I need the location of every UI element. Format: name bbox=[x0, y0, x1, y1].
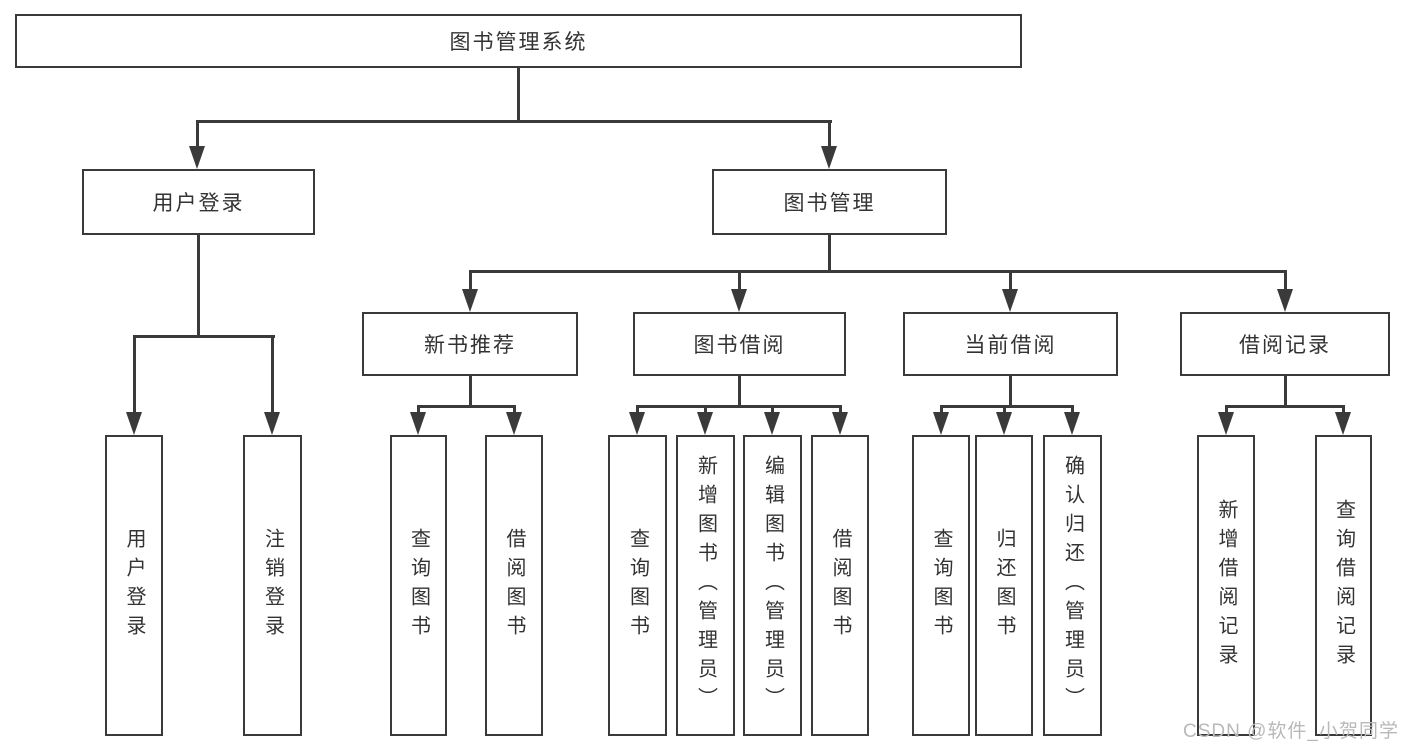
connector bbox=[704, 405, 707, 417]
leaf-add-book-admin: 新增图书（管理员） bbox=[676, 435, 735, 736]
connector bbox=[738, 270, 741, 292]
connector bbox=[417, 405, 516, 408]
connector bbox=[513, 405, 516, 417]
node-new-book-recommend: 新书推荐 bbox=[362, 312, 578, 376]
leaf-add-book-admin-label: 新增图书（管理员） bbox=[694, 455, 717, 716]
connector bbox=[1009, 270, 1012, 292]
connector bbox=[738, 376, 741, 408]
node-current-borrow: 当前借阅 bbox=[903, 312, 1118, 376]
node-current-borrow-label: 当前借阅 bbox=[964, 334, 1057, 357]
arrow-down-icon bbox=[697, 412, 713, 435]
leaf-user-login-label: 用户登录 bbox=[123, 527, 145, 644]
connector bbox=[133, 335, 136, 415]
arrow-down-icon bbox=[629, 412, 645, 435]
arrow-down-icon bbox=[1335, 412, 1351, 435]
connector bbox=[417, 405, 420, 417]
node-book-management: 图书管理 bbox=[712, 169, 947, 235]
arrow-down-icon bbox=[506, 412, 522, 435]
leaf-borrow-book-recommend-label: 借阅图书 bbox=[503, 527, 525, 644]
connector bbox=[1342, 405, 1345, 417]
arrow-down-icon bbox=[821, 146, 837, 169]
arrow-down-icon bbox=[1218, 412, 1234, 435]
leaf-query-borrow-record: 查询借阅记录 bbox=[1315, 435, 1372, 736]
connector bbox=[771, 405, 774, 417]
connector bbox=[469, 270, 472, 292]
arrow-down-icon bbox=[933, 412, 949, 435]
arrow-down-icon bbox=[996, 412, 1012, 435]
connector bbox=[1284, 376, 1287, 408]
leaf-add-borrow-record: 新增借阅记录 bbox=[1197, 435, 1255, 736]
connector bbox=[940, 405, 1074, 408]
connector bbox=[196, 120, 832, 123]
node-user-login-label: 用户登录 bbox=[152, 192, 245, 215]
node-borrow-record-label: 借阅记录 bbox=[1239, 334, 1331, 357]
csdn-watermark: CSDN @软件_小贺同学 bbox=[1183, 721, 1399, 742]
connector bbox=[517, 68, 520, 122]
connector bbox=[839, 405, 842, 417]
connector bbox=[1284, 270, 1287, 292]
leaf-borrow-book-label: 借阅图书 bbox=[829, 527, 851, 644]
arrow-down-icon bbox=[126, 412, 142, 435]
leaf-logout: 注销登录 bbox=[243, 435, 302, 736]
connector bbox=[636, 405, 842, 408]
leaf-query-book-recommend-label: 查询图书 bbox=[407, 527, 430, 644]
arrow-down-icon bbox=[764, 412, 780, 435]
arrow-down-icon bbox=[410, 412, 426, 435]
node-root-label: 图书管理系统 bbox=[449, 31, 588, 54]
node-new-book-recommend-label: 新书推荐 bbox=[424, 334, 516, 357]
arrow-down-icon bbox=[462, 289, 478, 312]
connector bbox=[469, 376, 472, 408]
arrow-down-icon bbox=[1277, 289, 1293, 312]
node-borrow-record: 借阅记录 bbox=[1180, 312, 1390, 376]
leaf-edit-book-admin: 编辑图书（管理员） bbox=[743, 435, 802, 736]
leaf-borrow-book: 借阅图书 bbox=[811, 435, 869, 736]
node-user-login: 用户登录 bbox=[82, 169, 315, 235]
connector bbox=[828, 120, 831, 148]
leaf-logout-label: 注销登录 bbox=[261, 527, 284, 644]
leaf-confirm-return-admin-label: 确认归还（管理员） bbox=[1061, 455, 1084, 716]
leaf-confirm-return-admin: 确认归还（管理员） bbox=[1043, 435, 1102, 736]
connector bbox=[469, 270, 1287, 273]
connector bbox=[196, 120, 199, 148]
connector bbox=[1009, 376, 1012, 408]
connector bbox=[1225, 405, 1345, 408]
leaf-query-book-recommend: 查询图书 bbox=[390, 435, 447, 736]
connector bbox=[197, 235, 200, 338]
leaf-query-book-current-label: 查询图书 bbox=[930, 527, 952, 644]
node-book-management-label: 图书管理 bbox=[783, 192, 876, 215]
leaf-query-book-borrow-label: 查询图书 bbox=[626, 527, 649, 644]
arrow-down-icon bbox=[832, 412, 848, 435]
arrow-down-icon bbox=[1064, 412, 1080, 435]
arrow-down-icon bbox=[264, 412, 280, 435]
arrow-down-icon bbox=[731, 289, 747, 312]
connector bbox=[636, 405, 639, 417]
leaf-return-book: 归还图书 bbox=[975, 435, 1033, 736]
node-book-borrow: 图书借阅 bbox=[633, 312, 846, 376]
node-root: 图书管理系统 bbox=[15, 14, 1022, 68]
arrow-down-icon bbox=[189, 146, 205, 169]
arrow-down-icon bbox=[1002, 289, 1018, 312]
leaf-add-borrow-record-label: 新增借阅记录 bbox=[1215, 498, 1237, 673]
leaf-query-book-borrow: 查询图书 bbox=[608, 435, 667, 736]
connector bbox=[828, 235, 831, 273]
connector bbox=[271, 335, 274, 415]
leaf-return-book-label: 归还图书 bbox=[993, 527, 1015, 644]
connector bbox=[133, 335, 275, 338]
connector bbox=[940, 405, 943, 417]
node-book-borrow-label: 图书借阅 bbox=[693, 334, 786, 357]
connector bbox=[1003, 405, 1006, 417]
connector bbox=[1071, 405, 1074, 417]
leaf-user-login: 用户登录 bbox=[105, 435, 163, 736]
leaf-query-book-current: 查询图书 bbox=[912, 435, 970, 736]
leaf-borrow-book-recommend: 借阅图书 bbox=[485, 435, 543, 736]
connector bbox=[1225, 405, 1228, 417]
leaf-edit-book-admin-label: 编辑图书（管理员） bbox=[761, 455, 784, 716]
leaf-query-borrow-record-label: 查询借阅记录 bbox=[1332, 498, 1355, 673]
